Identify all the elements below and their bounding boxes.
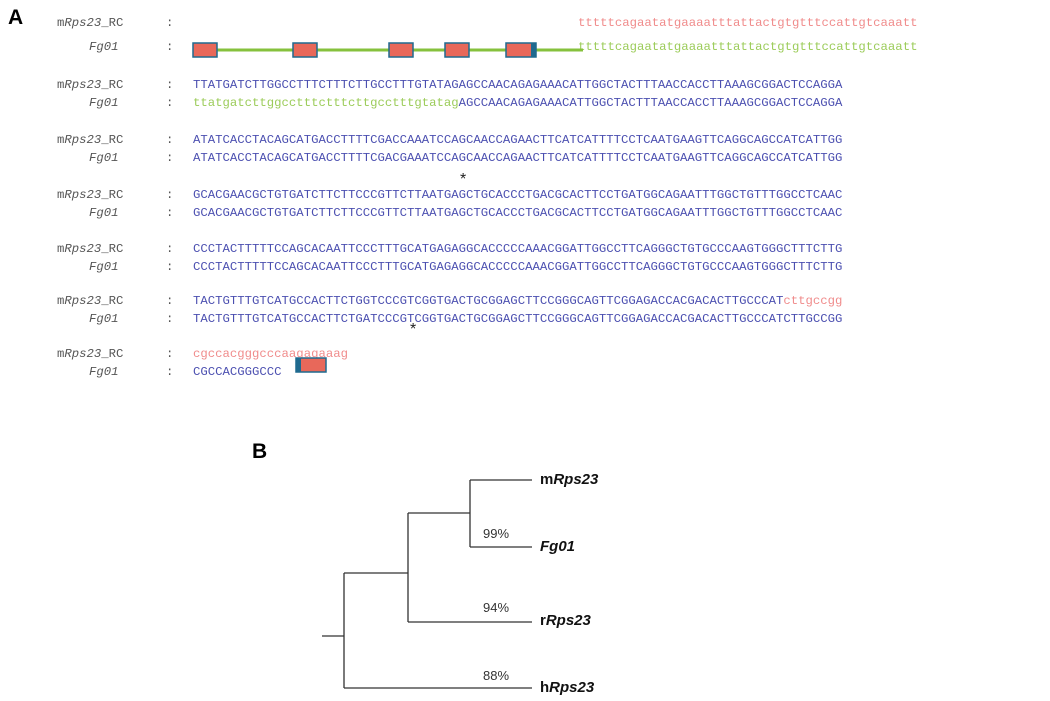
mismatch-marker-1: * (460, 171, 467, 188)
sequence-segment-blue: CGCCACGGGCCC (193, 365, 282, 379)
bootstrap-value-88: 88% (483, 668, 510, 683)
sequence-segment-green: tttttcagaatatgaaaatttattactgtgtttccattgt… (578, 40, 918, 54)
sequence-label: mRps23_RC (57, 242, 124, 256)
label-separator: : (166, 294, 174, 308)
sequence-text: CCCTACTTTTTCCAGCACAATTCCCTTTGCATGAGAGGCA… (193, 260, 842, 274)
label-separator: : (166, 206, 174, 220)
sequence-segment-blue: AGCCAACAGAGAAACATTGGCTACTTTAACCACCTTAAAG… (458, 96, 843, 110)
sequence-label: mRps23_RC (57, 16, 124, 30)
label-separator: : (166, 188, 174, 202)
sequence-segment-pink: cttgccgg (783, 294, 843, 308)
sequence-label: mRps23_RC (57, 294, 124, 308)
label-separator: : (166, 365, 174, 379)
gene-structure-diagram (192, 42, 583, 373)
exon-box-3 (388, 42, 414, 58)
sequence-segment-blue: GCACGAACGCTGTGATCTTCTTCCCGTTCTTAATGAGCTG… (193, 206, 843, 220)
exon-box-1 (192, 42, 218, 58)
mismatch-marker-2: * (410, 321, 417, 338)
sequence-label: mRps23_RC (57, 347, 124, 361)
sequence-label: Fg01 (89, 151, 119, 165)
sequence-segment-blue: TACTGTTTGTCATGCCACTTCTGGTCCCGTCGGTGACTGC… (193, 294, 784, 308)
tree-leaf-label-hrps23: hRps23 (540, 679, 595, 696)
phylogenetic-tree (322, 479, 532, 689)
sequence-segment-blue: CCCTACTTTTTCCAGCACAATTCCCTTTGCATGAGAGGCA… (193, 242, 843, 256)
exon-box-2 (292, 42, 318, 58)
sequence-segment-green: ttatgatcttggcctttctttcttgcctttgtatag (193, 96, 459, 110)
sequence-label: Fg01 (89, 365, 119, 379)
sequence-text: TACTGTTTGTCATGCCACTTCTGATCCCGTCGGTGACTGC… (193, 312, 842, 326)
sequence-label: Fg01 (89, 206, 119, 220)
panel-a-label: A (8, 6, 24, 29)
label-separator: : (166, 347, 174, 361)
exon-box-5-end (531, 43, 536, 57)
sequence-text: tttttcagaatatgaaaatttattactgtgtttccattgt… (578, 16, 917, 30)
sequence-label: Fg01 (89, 40, 119, 54)
tree-leaf-label-mrps23: mRps23 (540, 471, 599, 488)
sequence-text: GCACGAACGCTGTGATCTTCTTCCCGTTCTTAATGAGCTG… (193, 206, 842, 220)
label-separator: : (166, 312, 174, 326)
label-separator: : (166, 133, 174, 147)
sequence-text: TACTGTTTGTCATGCCACTTCTGGTCCCGTCGGTGACTGC… (193, 294, 842, 308)
bootstrap-value-99: 99% (483, 526, 510, 541)
sequence-segment-blue: CCCTACTTTTTCCAGCACAATTCCCTTTGCATGAGAGGCA… (193, 260, 843, 274)
bootstrap-value-94: 94% (483, 600, 510, 615)
tree-leaf-label-fg01: Fg01 (540, 538, 576, 555)
sequence-label: Fg01 (89, 312, 119, 326)
sequence-text: GCACGAACGCTGTGATCTTCTTCCCGTTCTTAATGAGCTG… (193, 188, 842, 202)
sequence-label: mRps23_RC (57, 133, 124, 147)
sequence-text: CGCCACGGGCCC (193, 365, 282, 379)
sequence-label: Fg01 (89, 96, 119, 110)
sequence-label: Fg01 (89, 260, 119, 274)
label-separator: : (166, 242, 174, 256)
label-separator: : (166, 96, 174, 110)
sequence-segment-blue: GCACGAACGCTGTGATCTTCTTCCCGTTCTTAATGAGCTG… (193, 188, 843, 202)
sequence-segment-blue: ATATCACCTACAGCATGACCTTTTCGACCAAATCCAGCAA… (193, 133, 843, 147)
sequence-label: mRps23_RC (57, 188, 124, 202)
sequence-label: mRps23_RC (57, 78, 124, 92)
label-separator: : (166, 40, 174, 54)
sequence-text: ttatgatcttggcctttctttcttgcctttgtatagAGCC… (193, 96, 842, 110)
panel-b-label: B (252, 440, 268, 463)
label-separator: : (166, 16, 174, 30)
label-separator: : (166, 78, 174, 92)
sequence-text: tttttcagaatatgaaaatttattactgtgtttccattgt… (578, 40, 917, 54)
sequence-segment-blue: ATATCACCTACAGCATGACCTTTTCGACGAAATCCAGCAA… (193, 151, 843, 165)
sequence-text: TTATGATCTTGGCCTTTCTTTCTTGCCTTTGTATAGAGCC… (193, 78, 842, 92)
label-separator: : (166, 260, 174, 274)
sequence-text: ATATCACCTACAGCATGACCTTTTCGACCAAATCCAGCAA… (193, 133, 842, 147)
sequence-segment-blue: TTATGATCTTGGCCTTTCTTTCTTGCCTTTGTATAGAGCC… (193, 78, 843, 92)
sequence-text: ATATCACCTACAGCATGACCTTTTCGACGAAATCCAGCAA… (193, 151, 842, 165)
exon-box-4 (444, 42, 470, 58)
label-separator: : (166, 151, 174, 165)
sequence-segment-pink: tttttcagaatatgaaaatttattactgtgtttccattgt… (578, 16, 918, 30)
exon-box-final-start (296, 358, 301, 372)
sequence-text: CCCTACTTTTTCCAGCACAATTCCCTTTGCATGAGAGGCA… (193, 242, 842, 256)
tree-leaf-label-rrps23: rRps23 (540, 612, 591, 629)
sequence-segment-blue: TACTGTTTGTCATGCCACTTCTGATCCCGTCGGTGACTGC… (193, 312, 843, 326)
